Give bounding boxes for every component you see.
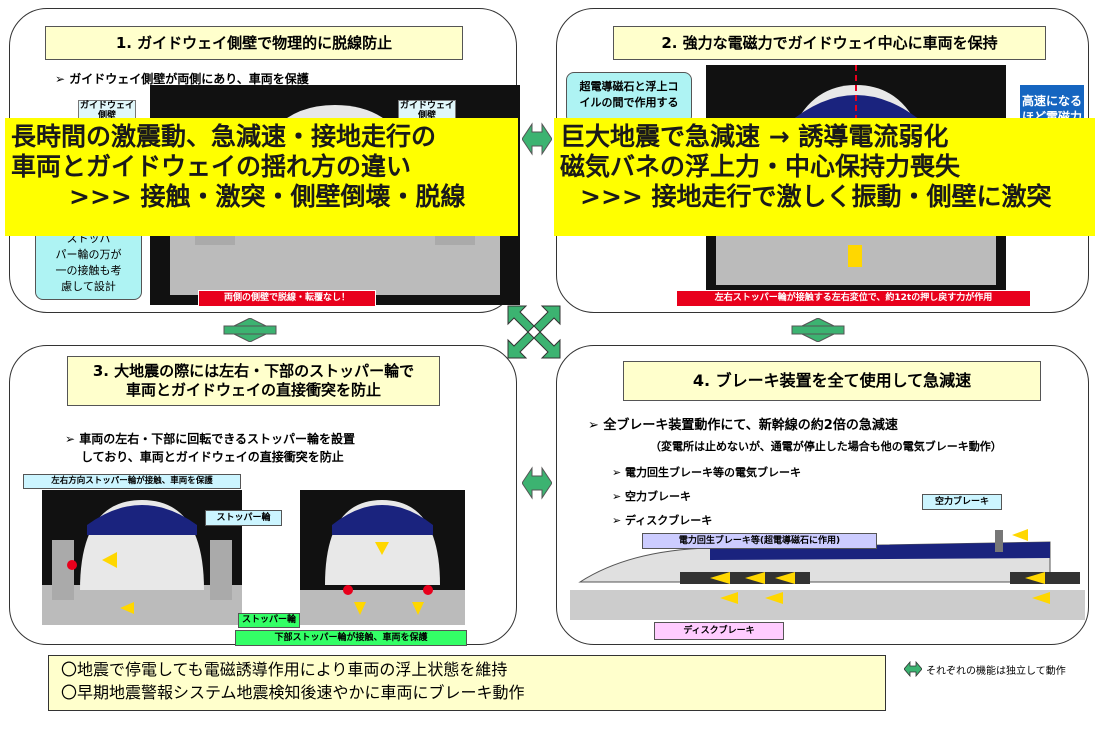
- legend-text: それぞれの機能は独立して動作: [926, 666, 1066, 677]
- callout-line: 一の接触も考: [55, 264, 122, 277]
- overlay-line: >>> 接地走行で激しく振動・側壁に激突: [580, 182, 1052, 211]
- panel4-bullet: ➢ 全ブレーキ装置動作にて、新幹線の約2倍の急減速: [588, 418, 898, 433]
- panel2-callout: 超電導磁石と浮上コ イルの間で作用する: [566, 72, 692, 124]
- panel3-label-stopper-right: ストッパー輪: [205, 510, 282, 526]
- blue-box-line: 高速になる: [1021, 94, 1082, 108]
- bottom-summary: 〇地震で停電しても電磁誘導作用により車両の浮上状態を維持 〇早期地震警報システム…: [48, 655, 886, 711]
- panel4-label-aero: 空力ブレーキ: [922, 494, 1002, 510]
- panel2-overlay-text: 巨大地震で急減速 → 誘導電流弱化 磁気バネの浮上力・中心保持力喪失 >>> 接…: [554, 118, 1095, 236]
- panel3-bullet: ➢ 車両の左右・下部に回転できるストッパー輪を設置 しており、車両とガイドウェイ…: [65, 430, 355, 466]
- panel4-note: （変電所は止めないが、通電が停止した場合も他の電気ブレーキ動作）: [650, 440, 1002, 453]
- panel3-title-line: 3. 大地震の際には左右・下部のストッパー輪で: [92, 362, 415, 381]
- overlay-line: 車両とガイドウェイの揺れ方の違い: [11, 152, 412, 181]
- callout-line: 慮して設計: [61, 280, 116, 293]
- overlay-line: 磁気バネの浮上力・中心保持力喪失: [560, 152, 961, 181]
- panel4-item-electric: ➢ 電力回生ブレーキ等の電気ブレーキ: [612, 466, 802, 479]
- panel3-bullet-line: しており、車両とガイドウェイの直接衝突を防止: [81, 450, 344, 464]
- panel4-item-disc: ➢ ディスクブレーキ: [612, 514, 713, 527]
- panel1-callout: ストッパ パー輪の万が 一の接触も考 慮して設計: [35, 228, 142, 300]
- summary-line: 〇地震で停電しても電磁誘導作用により車両の浮上状態を維持: [61, 660, 508, 679]
- panel4-train-illustration: [570, 529, 1085, 620]
- panel1-red-label: 両側の側壁で脱線・転覆なし！: [198, 290, 376, 307]
- callout-line: パー輪の万が: [55, 248, 122, 261]
- overlay-line: >>> 接触・激突・側壁倒壊・脱線: [69, 182, 466, 211]
- double-arrow-right: [791, 318, 845, 342]
- overlay-line: 長時間の激震動、急減速・接地走行の: [11, 122, 437, 151]
- panel4-title: 4. ブレーキ装置を全て使用して急減速: [623, 361, 1041, 401]
- panel3-label-stopper-bottom: ストッパー輪: [238, 613, 300, 628]
- callout-line: イルの間で作用する: [579, 96, 679, 109]
- panel3-title: 3. 大地震の際には左右・下部のストッパー輪で 車両とガイドウェイの直接衝突を防…: [67, 356, 440, 406]
- panel1-overlay-text: 長時間の激震動、急減速・接地走行の 車両とガイドウェイの揺れ方の違い >>> 接…: [5, 118, 518, 236]
- overlay-line: 巨大地震で急減速 → 誘導電流弱化: [560, 122, 949, 151]
- panel3-label-lower: 下部ストッパー輪が接触、車両を保護: [235, 630, 467, 646]
- panel4-label-disc: ディスクブレーキ: [654, 622, 784, 640]
- panel4-item-aero: ➢ 空力ブレーキ: [612, 490, 692, 503]
- legend-double-arrow-icon: [904, 660, 922, 678]
- panel4-label-regen: 電力回生ブレーキ等(超電導磁石に作用): [642, 533, 877, 549]
- panel1-title: 1. ガイドウェイ側壁で物理的に脱線防止: [45, 26, 463, 60]
- callout-line: 超電導磁石と浮上コ: [579, 80, 679, 93]
- summary-line: 〇早期地震警報システム地震検知後速やかに車両にブレーキ動作: [61, 683, 525, 702]
- panel1-bullet: ➢ ガイドウェイ側壁が両側にあり、車両を保護: [55, 72, 309, 86]
- panel3-train-vertical: [300, 490, 465, 625]
- double-arrow-bottom: [522, 466, 552, 500]
- double-arrow-top: [522, 122, 552, 156]
- panel3-label-lateral: 左右方向ストッパー輪が接触、車両を保護: [23, 474, 241, 489]
- panel3-bullet-line: ➢ 車両の左右・下部に回転できるストッパー輪を設置: [65, 432, 355, 446]
- panel2-title: 2. 強力な電磁力でガイドウェイ中心に車両を保持: [613, 26, 1046, 60]
- cross-arrows-center: [507, 305, 561, 359]
- double-arrow-left: [223, 318, 277, 342]
- panel3-title-line: 車両とガイドウェイの直接衝突を防止: [125, 381, 381, 399]
- panel2-red-label: 左右ストッパー輪が接触する左右変位で、約12tの押し戻す力が作用: [676, 290, 1031, 307]
